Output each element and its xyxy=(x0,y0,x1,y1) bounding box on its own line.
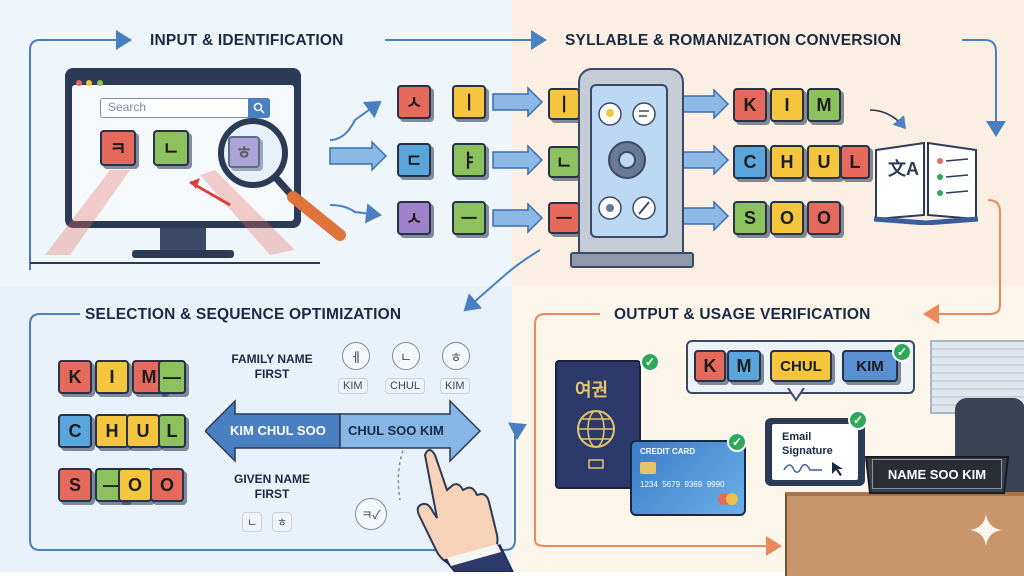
stack-chul-2: H xyxy=(95,414,129,448)
roman-soo-2: O xyxy=(770,201,804,235)
output-tile-chul: CHUL xyxy=(770,350,832,382)
card-check-icon: ✓ xyxy=(727,432,747,452)
converter-base xyxy=(570,252,694,268)
stack-chul-4: L xyxy=(158,414,186,448)
pill-jamo-2: ㅎ xyxy=(272,512,293,532)
signature-icon xyxy=(783,462,843,476)
desk-line xyxy=(30,262,320,264)
roman-kim-1: K xyxy=(733,88,767,122)
card-number: 1234 5679 9369 9990 xyxy=(640,480,725,489)
section-title-conversion: SYLLABLE & ROMANIZATION CONVERSION xyxy=(565,32,902,49)
left-arrow-text: KIM CHUL SOO xyxy=(230,423,326,438)
roman-soo-3: O xyxy=(807,201,841,235)
window-dots xyxy=(76,73,103,91)
monitor-stand xyxy=(160,228,206,252)
jamo-tile-r2-2: ㅑ xyxy=(452,143,486,177)
jamo-tile-r1-2: ㅣ xyxy=(452,85,486,119)
pointing-hand-icon[interactable] xyxy=(405,440,515,572)
pill-kim-1: KIM xyxy=(338,378,368,394)
sparkle-icon xyxy=(970,514,1002,546)
search-icon xyxy=(253,102,265,114)
passport-check-icon: ✓ xyxy=(640,352,660,372)
stack-chul-1: C xyxy=(58,414,92,448)
jamo-tile-r3-1: ㅅ xyxy=(397,201,431,235)
screen-tile-3: ㅎ xyxy=(228,136,260,168)
pill-kim-2: KIM xyxy=(440,378,470,394)
section-title-output: OUTPUT & USAGE VERIFICATION xyxy=(614,306,871,323)
pill-jamo-1: ㄴ xyxy=(242,512,263,532)
nameplate: NAME SOO KIM xyxy=(872,459,1002,489)
jamo-circle-1: ㅔ xyxy=(342,342,370,370)
stack-kim-4: — xyxy=(158,360,186,394)
magnifier-icon xyxy=(218,118,346,241)
pill-chul: CHUL xyxy=(385,378,425,394)
card-network-icon xyxy=(718,493,738,505)
section-title-selection: SELECTION & SEQUENCE OPTIMIZATION xyxy=(85,306,402,323)
roman-kim-2: I xyxy=(770,88,804,122)
jamo-tile-r2-1: ㄷ xyxy=(397,143,431,177)
nameplate-text: NAME SOO KIM xyxy=(887,466,987,482)
converter-icons xyxy=(598,102,656,220)
passport-label: 여권 xyxy=(575,380,609,400)
block-arrows xyxy=(329,86,730,234)
single-jamo-1: ㅣ xyxy=(548,88,580,120)
verify-jamo-icon: ㅋ✓ xyxy=(355,498,387,530)
globe-icon xyxy=(577,410,615,469)
output-tile-kim: KIM xyxy=(842,350,898,382)
email-label-2: Signature xyxy=(782,445,833,457)
card-title: CREDIT CARD xyxy=(640,447,696,456)
right-arrow-text: CHUL SOO KIM xyxy=(348,423,444,438)
dictionary-book-icon xyxy=(873,141,979,225)
roman-chul-3: U xyxy=(807,145,841,179)
roman-kim-3: M xyxy=(807,88,841,122)
roman-chul-1: C xyxy=(733,145,767,179)
stack-soo-4: O xyxy=(150,468,184,502)
search-placeholder: Search xyxy=(108,100,147,114)
output-tile-k: K xyxy=(694,350,726,382)
stack-kim-2: I xyxy=(95,360,129,394)
screen-tile-1: ㅋ xyxy=(100,130,136,166)
single-jamo-2: ㄴ xyxy=(548,146,580,178)
stack-soo-3: O xyxy=(118,468,152,502)
screen-tile-2: ㄴ xyxy=(153,130,189,166)
search-input[interactable]: Search xyxy=(100,98,270,118)
card-chip xyxy=(640,462,656,474)
jamo-tile-r3-2: ㅡ xyxy=(452,201,486,235)
bubble-tail xyxy=(787,388,805,402)
monitor-base xyxy=(132,250,234,258)
stack-kim-1: K xyxy=(58,360,92,394)
roman-soo-1: S xyxy=(733,201,767,235)
jamo-circle-2: ㄴ xyxy=(392,342,420,370)
email-label-1: Email xyxy=(782,431,812,443)
output-check-icon: ✓ xyxy=(892,342,912,362)
single-jamo-3: ㅡ xyxy=(548,202,580,234)
jamo-tile-r1-1: ㅅ xyxy=(397,85,431,119)
output-tile-m: M xyxy=(727,350,761,382)
roman-chul-2: H xyxy=(770,145,804,179)
stack-soo-1: S xyxy=(58,468,92,502)
family-first-label: FAMILY NAME FIRST xyxy=(231,352,313,381)
section-title-input: INPUT & IDENTIFICATION xyxy=(150,32,344,49)
roman-chul-4: L xyxy=(840,145,870,179)
translate-icon: 文A xyxy=(888,159,919,179)
given-first-label: GIVEN NAME FIRST xyxy=(233,472,310,501)
stack-chul-3: U xyxy=(126,414,160,448)
jamo-circle-3: ㅎ xyxy=(442,342,470,370)
email-check-icon: ✓ xyxy=(848,410,868,430)
search-button[interactable] xyxy=(248,98,270,118)
order-double-arrow xyxy=(205,399,482,463)
highlight-beams xyxy=(45,170,295,255)
